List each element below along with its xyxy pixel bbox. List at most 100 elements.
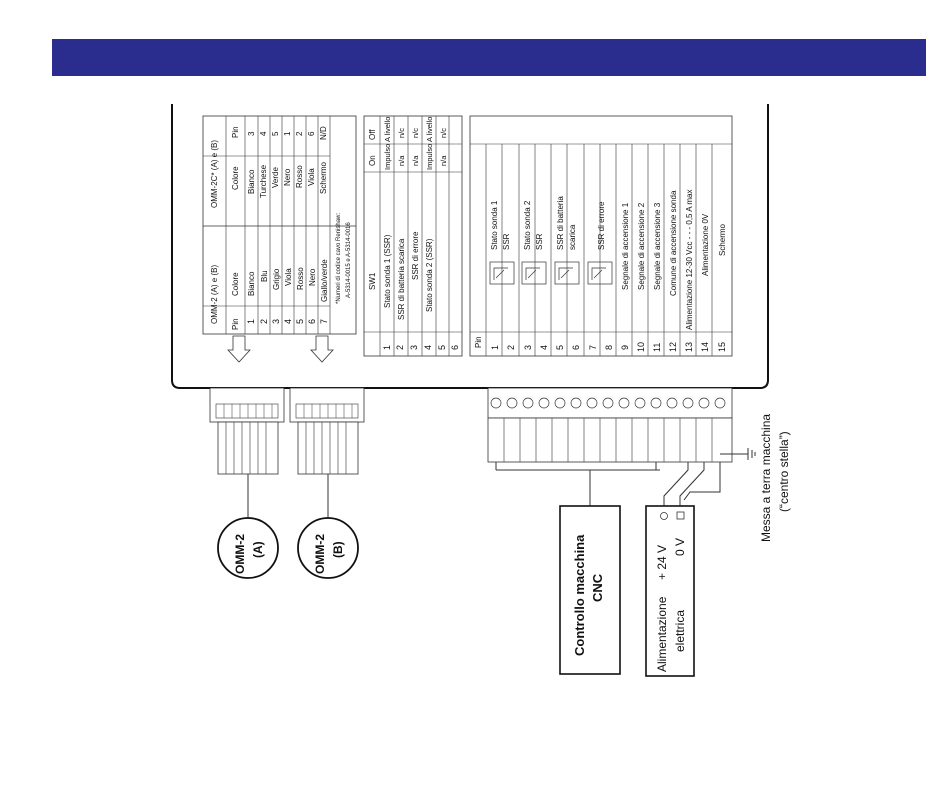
power-label-1: Alimentazione: [655, 596, 669, 672]
power-supply-box: [645, 505, 695, 677]
terminal-label: SSR: [502, 233, 511, 250]
terminal-pin: 15: [717, 342, 727, 352]
omm2-pin: 3: [271, 319, 281, 324]
terminal-pin: 9: [620, 345, 630, 350]
terminal-label: scarica: [568, 224, 577, 250]
omm2-color: Nero: [308, 268, 317, 286]
terminal-table-block: [469, 115, 733, 357]
terminal-pin: 1: [490, 345, 500, 350]
omm2-pin: 4: [283, 319, 293, 324]
ground-label-1: Messa a terra macchina: [759, 414, 773, 542]
omm2c-color: Nero: [283, 168, 292, 186]
terminal-label: Segnale di accensione 3: [653, 202, 662, 290]
omm2-color: Grigio: [272, 268, 281, 290]
sw1-off: A livello: [425, 117, 434, 142]
omm-a-label-2: (A): [251, 541, 265, 558]
omm-b-plug: [289, 387, 365, 518]
omm2c-pin: 4: [259, 131, 268, 136]
terminal-block: [487, 387, 733, 463]
power-zero-label: 0 V: [673, 538, 687, 556]
omm2-color: Giallo/verde: [320, 259, 329, 302]
terminal-pin: 4: [539, 345, 549, 350]
omm2-table: OMM-2 (A) e (B): [210, 265, 219, 324]
sw1-off: n/c: [439, 128, 448, 138]
terminal-pin: 12: [668, 342, 678, 352]
omm2-footnote-2: A-5314-0015 e A-5314-0016: [346, 222, 352, 298]
ground-label-2: (“centro stella”): [777, 431, 791, 512]
omm2-color: Blu: [260, 270, 269, 282]
omm2c-col-pin: Pin: [231, 126, 240, 138]
omm2c-pin: 5: [271, 131, 280, 136]
omm2c-pin: 6: [307, 131, 316, 136]
sw1-on: n/a: [397, 155, 406, 166]
sw1-label: SSR di batteria scarica: [397, 238, 406, 320]
omm2-pin: 5: [295, 319, 305, 324]
omm2c-color: Rosso: [295, 165, 304, 188]
omm2-pin: 2: [259, 319, 269, 324]
power-zero-terminal-icon: [676, 511, 685, 520]
omm-b-label-2: (B): [331, 541, 345, 558]
terminal-pin: 8: [604, 345, 614, 350]
arrow-icon: [227, 335, 251, 363]
sw1-pin: 6: [450, 345, 460, 350]
cnc-label-2: CNC: [590, 573, 605, 602]
omm-b-label-1: OMM-2: [313, 534, 327, 574]
terminal-pin: 2: [506, 345, 516, 350]
sw1-pin: 1: [382, 345, 392, 350]
sw1-title: SW1: [368, 272, 377, 290]
terminal-label: Stato sonda 1: [490, 200, 499, 250]
omm2c-pin: 2: [295, 131, 304, 136]
omm-a-plug: [209, 387, 285, 518]
omm2-pin: 6: [307, 319, 317, 324]
sw1-col-off: Off: [368, 129, 377, 140]
sw1-on: n/a: [439, 155, 448, 166]
cnc-label-1: Controllo macchina: [572, 534, 587, 656]
omm-a-connector: [217, 517, 279, 579]
terminal-label: Segnale di accensione 1: [621, 202, 630, 290]
sw1-on: Impulso: [425, 144, 434, 170]
terminal-label: SSR di batteria: [556, 196, 565, 250]
terminal-label: SSR: [535, 233, 544, 250]
omm2c-pin: 1: [283, 131, 292, 136]
sw1-off: A livello: [383, 117, 392, 142]
terminal-pin: 14: [700, 342, 710, 352]
terminal-pin: 3: [523, 345, 533, 350]
omm2-color: Viola: [284, 268, 293, 286]
omm2c-color: Verde: [271, 167, 280, 188]
unit-housing: [171, 104, 769, 389]
terminal-pin: 11: [652, 343, 662, 352]
terminal-label: Schermo: [718, 223, 727, 256]
omm2c-pin: N/D: [319, 126, 328, 140]
sw1-off: n/c: [397, 128, 406, 138]
terminal-pin: 7: [588, 345, 598, 350]
omm2c-color: Viola: [307, 168, 316, 186]
omm2c-color: Schermo: [319, 161, 328, 194]
terminal-pin: 6: [571, 345, 581, 350]
omm2c-col-color: Colore: [231, 166, 240, 190]
terminal-pin: 5: [555, 345, 565, 350]
omm2-color: Rosso: [296, 267, 305, 290]
terminal-pin: 10: [636, 342, 646, 352]
terminal-col-pin: Pin: [474, 336, 483, 348]
omm2-pin: 1: [246, 319, 256, 324]
omm-b-connector: [297, 517, 359, 579]
terminal-label: Alimentazione 0V: [701, 213, 710, 276]
omm2c-title: OMM-2C* (A) e (B): [210, 140, 219, 208]
sw1-col-on: On: [368, 155, 377, 166]
omm2c-color: Turchese: [259, 164, 268, 198]
omm2-pin: 7: [319, 319, 329, 324]
arrow-icon: [310, 335, 334, 363]
cnc-controller-box: [559, 505, 621, 675]
omm-a-label-1: OMM-2: [233, 534, 247, 574]
sw1-pin: 3: [409, 345, 419, 350]
omm-table-block: [202, 115, 357, 335]
terminal-label: Segnale di accensione 2: [637, 202, 646, 290]
power-label-2: elettrica: [673, 610, 687, 652]
omm2-col-color: Colore: [231, 272, 240, 296]
sw1-table-block: [363, 115, 463, 357]
terminal-pin: 13: [684, 342, 694, 352]
sw1-on: n/a: [411, 155, 420, 166]
sw1-label: Stato sonda 1 (SSR): [383, 234, 392, 308]
sw1-pin: 5: [437, 345, 447, 350]
header-banner: [52, 39, 926, 76]
